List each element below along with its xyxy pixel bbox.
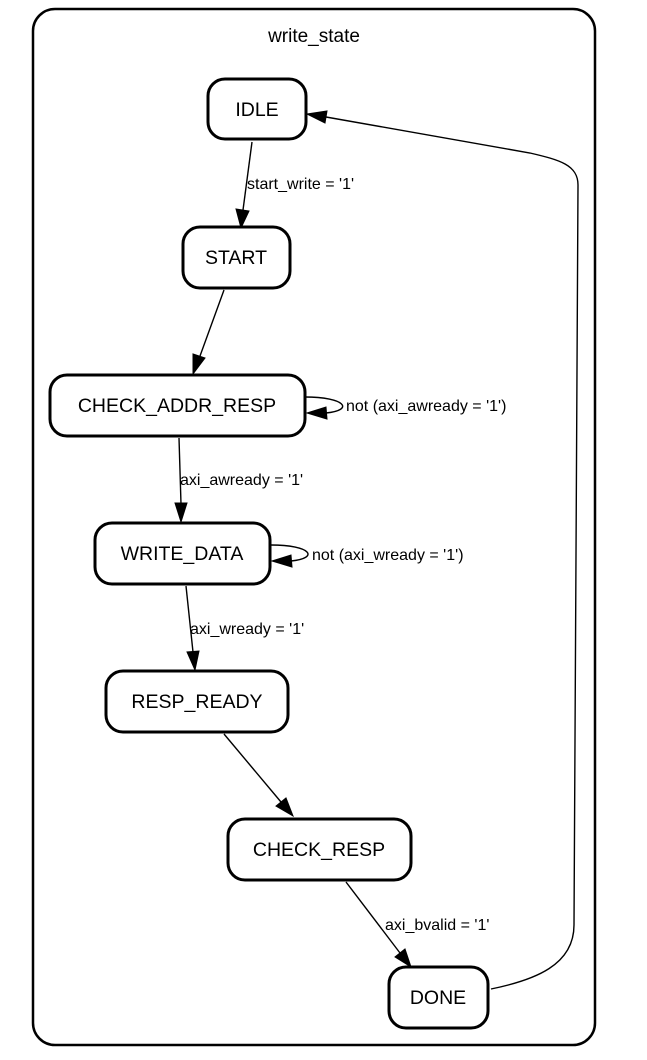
edge-resp-ready-to-check-resp: [223, 733, 294, 818]
edge-write-data-to-resp-ready: [185, 585, 200, 672]
edge-label-idle-to-start: start_write = '1': [247, 176, 354, 193]
edge-idle-to-start: [235, 141, 253, 230]
state-done: DONE: [387, 965, 490, 1030]
cluster-frame: [31, 7, 597, 1047]
edge-label-write-data-self-loop: not (axi_wready = '1'): [312, 547, 464, 564]
edge-start-to-check-addr-resp: [192, 289, 225, 376]
svg-text:START: START: [205, 247, 267, 269]
state-idle: IDLE: [206, 77, 308, 141]
state-check-addr-resp: CHECK_ADDR_RESP: [48, 373, 307, 438]
state-check-resp: CHECK_RESP: [226, 817, 413, 882]
edge-label-check-addr-resp-to-write-data: axi_awready = '1': [180, 472, 303, 489]
edge-label-check-addr-resp-self-loop: not (axi_awready = '1'): [346, 398, 506, 415]
cluster-title: write_state: [267, 26, 360, 47]
state-write-data: WRITE_DATA: [93, 521, 272, 586]
edge-check-addr-resp-to-write-data: [174, 437, 188, 524]
svg-text:CHECK_RESP: CHECK_RESP: [253, 839, 385, 861]
svg-text:WRITE_DATA: WRITE_DATA: [121, 543, 244, 565]
svg-text:IDLE: IDLE: [235, 99, 278, 121]
svg-text:CHECK_ADDR_RESP: CHECK_ADDR_RESP: [78, 395, 276, 417]
edge-done-to-idle: [305, 110, 579, 990]
edge-check-addr-resp-self-loop: [304, 396, 344, 420]
edge-label-check-resp-to-done: axi_bvalid = '1': [385, 917, 489, 934]
state-start: START: [181, 225, 292, 290]
edge-check-resp-to-done: [345, 881, 412, 969]
svg-text:RESP_READY: RESP_READY: [131, 691, 262, 713]
state-resp-ready: RESP_READY: [104, 669, 290, 734]
edge-write-data-self-loop: [270, 544, 309, 568]
svg-text:DONE: DONE: [410, 987, 466, 1009]
edge-label-write-data-to-resp-ready: axi_wready = '1': [190, 621, 304, 638]
